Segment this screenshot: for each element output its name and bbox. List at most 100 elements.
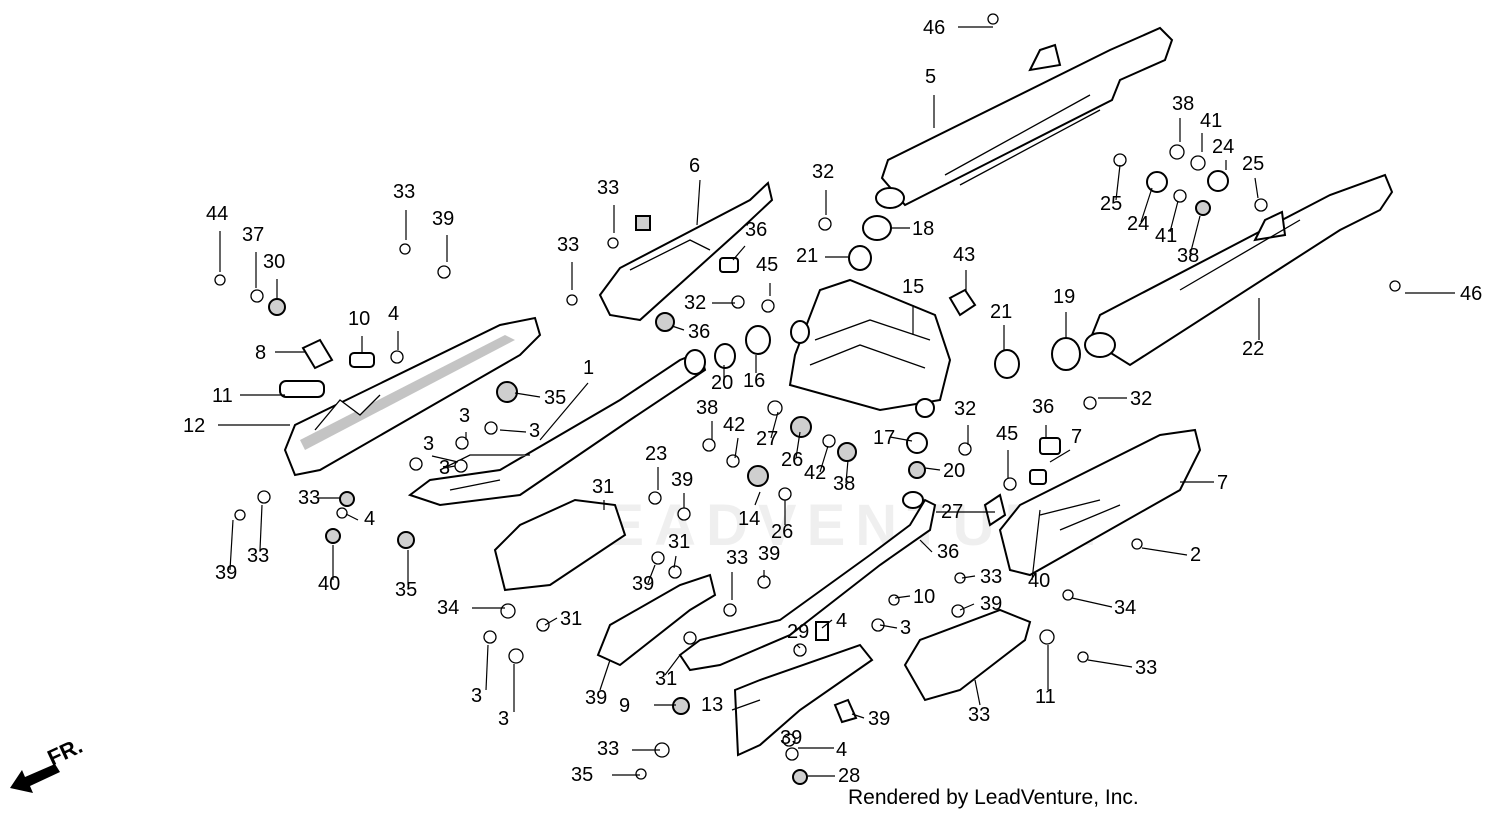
leader-line	[1141, 547, 1188, 556]
callout-number: 3	[529, 420, 540, 442]
leader-line	[1115, 164, 1121, 201]
callout-number: 26	[781, 449, 803, 471]
leader-line	[851, 713, 865, 719]
callout-number: 12	[183, 415, 205, 437]
leader-line	[599, 659, 611, 691]
callout-number: 37	[242, 224, 264, 246]
callout-number: 33	[597, 738, 619, 760]
heat-protector-14	[493, 498, 627, 592]
callout-number: 18	[912, 218, 934, 240]
leader-line	[961, 575, 976, 579]
callout-number: 38	[1172, 93, 1194, 115]
callout-number: 34	[437, 597, 459, 619]
callout-number: 33	[557, 234, 579, 256]
callout-number: 31	[592, 476, 614, 498]
heat-protector-12	[283, 316, 542, 477]
callout-number: 40	[1028, 570, 1050, 592]
callout-number: 4	[836, 610, 847, 632]
callout-number: 14	[738, 508, 760, 530]
callout-number: 33	[968, 704, 990, 726]
leader-line	[544, 617, 558, 626]
callout-number: 4	[388, 303, 399, 325]
callout-number: 39	[868, 708, 890, 730]
callout-number: 7	[1071, 426, 1082, 448]
leader-line	[539, 382, 589, 441]
callout-number: 20	[711, 372, 733, 394]
callout-number: 35	[544, 387, 566, 409]
front-indicator-label: FR.	[44, 733, 87, 771]
leader-line	[731, 699, 761, 711]
callout-number: 36	[688, 321, 710, 343]
callout-number: 20	[943, 460, 965, 482]
callout-number: 32	[812, 161, 834, 183]
callout-number: 40	[318, 573, 340, 595]
leader-line	[754, 491, 761, 506]
callout-number: 38	[1177, 245, 1199, 267]
callout-number: 17	[873, 427, 895, 449]
callout-number: 21	[796, 245, 818, 267]
callout-number: 13	[701, 694, 723, 716]
callout-number: 3	[471, 685, 482, 707]
callout-number: 4	[364, 508, 375, 530]
hardware-parts	[214, 13, 1401, 785]
callout-number: 42	[804, 462, 826, 484]
callout-number: 33	[980, 566, 1002, 588]
leader-line	[796, 644, 801, 649]
leader-line	[1189, 215, 1201, 256]
leader-line	[819, 445, 829, 473]
callout-number: 32	[684, 292, 706, 314]
callout-number: 3	[459, 405, 470, 427]
callout-number: 3	[900, 617, 911, 639]
callout-number: 24	[1212, 136, 1234, 158]
callout-number: 41	[1200, 110, 1222, 132]
callout-number: 19	[1053, 286, 1075, 308]
callout-number: 31	[655, 668, 677, 690]
leader-line	[845, 459, 849, 484]
callout-number: 41	[1155, 225, 1177, 247]
callout-number: 3	[423, 433, 434, 455]
leader-line	[1031, 509, 1041, 581]
callout-number: 39	[585, 687, 607, 709]
callout-number: 33	[247, 545, 269, 567]
callout-number: 39	[432, 208, 454, 230]
callout-number: 33	[298, 487, 320, 509]
callout-number: 35	[395, 579, 417, 601]
callout-number: 29	[787, 621, 809, 643]
callout-number: 33	[726, 547, 748, 569]
callout-number: 16	[743, 370, 765, 392]
callout-number: 33	[597, 177, 619, 199]
leader-line	[894, 595, 911, 599]
callout-number: 6	[689, 155, 700, 177]
leader-line	[671, 325, 685, 331]
callout-number: 44	[206, 203, 228, 225]
callout-number: 26	[771, 521, 793, 543]
leader-line	[919, 539, 933, 553]
callout-number: 39	[632, 573, 654, 595]
callout-number: 36	[937, 541, 959, 563]
leader-line	[259, 504, 263, 551]
callout-number: 2	[1190, 544, 1201, 566]
callout-number: 22	[1242, 338, 1264, 360]
leader-line	[879, 624, 898, 629]
callout-number: 39	[215, 562, 237, 584]
leader-line	[664, 654, 681, 676]
callout-number: 21	[990, 301, 1012, 323]
callout-number: 4	[836, 739, 847, 761]
footer-credit: Rendered by LeadVenture, Inc.	[848, 786, 1139, 809]
callout-number: 3	[498, 708, 509, 730]
callout-number: 1	[583, 357, 594, 379]
callout-number: 9	[619, 695, 630, 717]
callout-number: 23	[645, 443, 667, 465]
callout-number: 33	[1135, 657, 1157, 679]
callout-number: 46	[1460, 283, 1482, 305]
callout-number: 39	[671, 469, 693, 491]
leader-line	[795, 431, 801, 459]
callout-number: 46	[923, 17, 945, 39]
callout-number: 11	[212, 385, 233, 407]
callout-number: 15	[902, 276, 924, 298]
callout-number: 27	[941, 501, 963, 523]
leader-line	[821, 619, 833, 629]
callout-number: 42	[723, 414, 745, 436]
callout-number: 35	[571, 764, 593, 786]
